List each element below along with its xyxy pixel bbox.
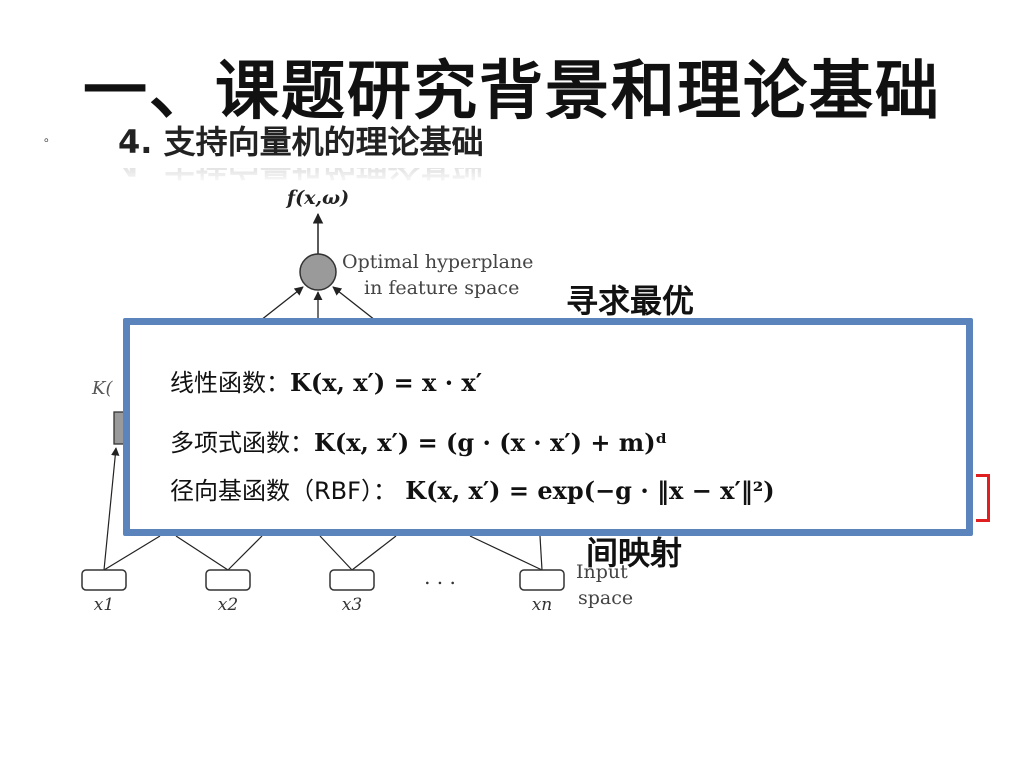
input-space-label-line2: space <box>578 587 633 609</box>
kernel-polynomial-formula: K(x, x′) = (g · (x · x′) + m)ᵈ <box>314 428 668 457</box>
input-connection <box>539 535 543 571</box>
hyperplane-label-line2: in feature space <box>364 277 519 299</box>
input-connection <box>469 535 543 571</box>
kernel-rbf-formula: K(x, x′) = exp(−g · ‖x − x′‖²) <box>396 476 775 505</box>
hyperplane-label-line1: Optimal hyperplane <box>342 251 533 273</box>
kernel-fragment-label: K( <box>91 378 113 399</box>
input-label: xn <box>532 595 553 615</box>
red-highlight-bracket <box>976 474 990 522</box>
input-node <box>205 569 251 591</box>
input-dots: . . . <box>424 565 456 589</box>
kernel-rbf-label: 径向基函数（RBF）： <box>170 477 397 505</box>
input-connection <box>351 535 397 571</box>
input-connection <box>175 535 229 571</box>
hidden-to-output-arrow <box>255 286 304 325</box>
kernel-linear-label: 线性函数： <box>170 369 290 397</box>
input-connection <box>319 535 353 571</box>
input-connection <box>103 535 161 571</box>
kernel-linear: 线性函数：K(x, x′) = x · x′ <box>170 363 482 398</box>
kernel-polynomial-label: 多项式函数： <box>170 429 314 457</box>
section-subtitle: 4. 支持向量机的理论基础 <box>118 123 484 161</box>
input-node <box>519 569 565 591</box>
subtitle-group: 4. 支持向量机的理论基础 4. 支持向量机的理论基础 <box>118 120 484 186</box>
side-text-top: 寻求最优 <box>566 282 695 320</box>
input-connection <box>227 535 263 571</box>
output-node <box>299 253 337 291</box>
hidden-to-output-arrow <box>332 286 381 325</box>
side-text-bottom: 间映射 <box>586 534 683 572</box>
bullet-marker: 。 <box>44 130 57 144</box>
kernel-linear-formula: K(x, x′) = x · x′ <box>290 368 483 397</box>
kernel-polynomial: 多项式函数：K(x, x′) = (g · (x · x′) + m)ᵈ <box>170 423 668 458</box>
input-label: x2 <box>218 595 238 615</box>
input-connection <box>103 447 120 571</box>
input-node <box>329 569 375 591</box>
input-label: x1 <box>94 595 114 615</box>
input-label: x3 <box>342 595 362 615</box>
kernel-rbf: 径向基函数（RBF）： K(x, x′) = exp(−g · ‖x − x′‖… <box>170 471 775 506</box>
slide-title: 一、课题研究背景和理论基础 <box>83 54 941 129</box>
kernel-functions-box: 线性函数：K(x, x′) = x · x′ 多项式函数：K(x, x′) = … <box>123 318 973 536</box>
input-space-label-line1: Input <box>576 561 628 583</box>
input-node <box>81 569 127 591</box>
output-label: f(x,ω) <box>285 187 349 209</box>
